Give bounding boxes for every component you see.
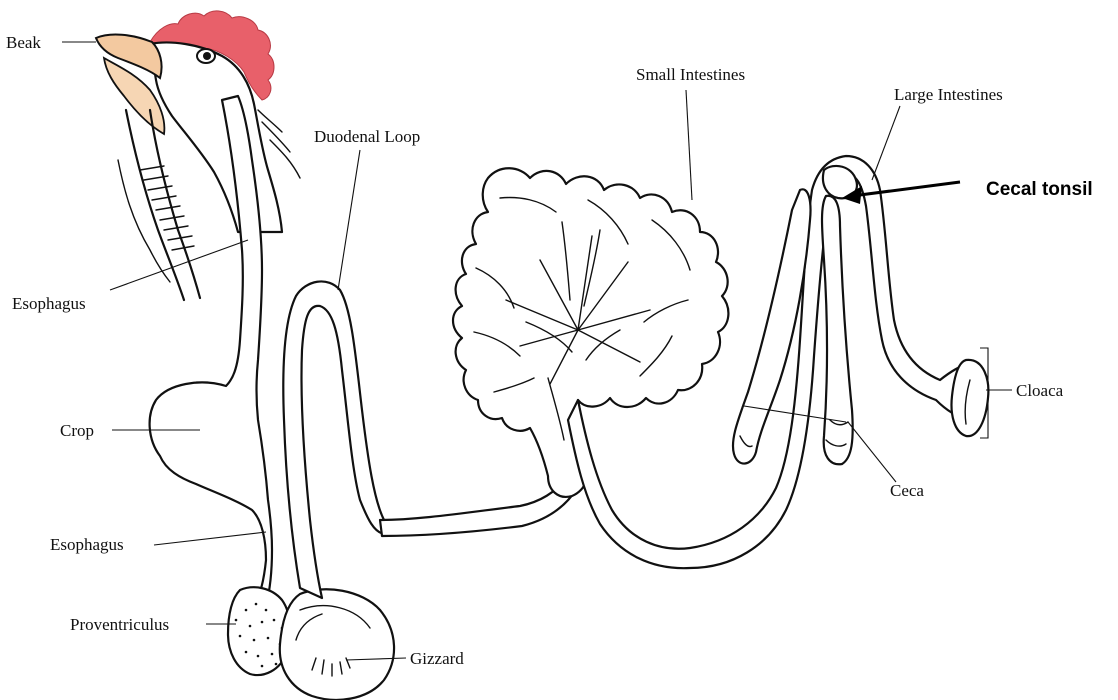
label-large-intestines: Large Intestines bbox=[894, 85, 1003, 104]
esophagus-upper-leader bbox=[110, 240, 248, 290]
label-duodenal-loop: Duodenal Loop bbox=[314, 127, 420, 146]
label-esophagus-lower: Esophagus bbox=[50, 535, 124, 554]
duodenal-loop-leader bbox=[338, 150, 360, 290]
label-ceca: Ceca bbox=[890, 481, 924, 500]
esophagus-lower-leader bbox=[154, 532, 266, 545]
pupil bbox=[203, 52, 211, 60]
label-esophagus-upper: Esophagus bbox=[12, 294, 86, 313]
label-cecal-tonsil: Cecal tonsil bbox=[986, 179, 1093, 200]
jejunum-connector bbox=[380, 478, 576, 536]
large-intestines-leader bbox=[872, 106, 900, 180]
esophagus-crop-tube bbox=[150, 96, 272, 606]
label-cloaca: Cloaca bbox=[1016, 381, 1064, 400]
label-beak: Beak bbox=[6, 33, 41, 52]
chicken-head bbox=[96, 11, 300, 232]
label-crop: Crop bbox=[60, 421, 94, 440]
ceca-leader-2 bbox=[848, 422, 896, 482]
trachea bbox=[118, 110, 200, 300]
duodenal-loop bbox=[283, 281, 384, 598]
cloaca bbox=[952, 360, 989, 436]
small-intestine-coils bbox=[453, 168, 728, 497]
label-gizzard: Gizzard bbox=[410, 649, 464, 668]
label-proventriculus: Proventriculus bbox=[70, 615, 169, 634]
small-intestines-leader bbox=[686, 90, 692, 200]
label-small-intestines: Small Intestines bbox=[636, 65, 745, 84]
gizzard bbox=[280, 589, 394, 700]
